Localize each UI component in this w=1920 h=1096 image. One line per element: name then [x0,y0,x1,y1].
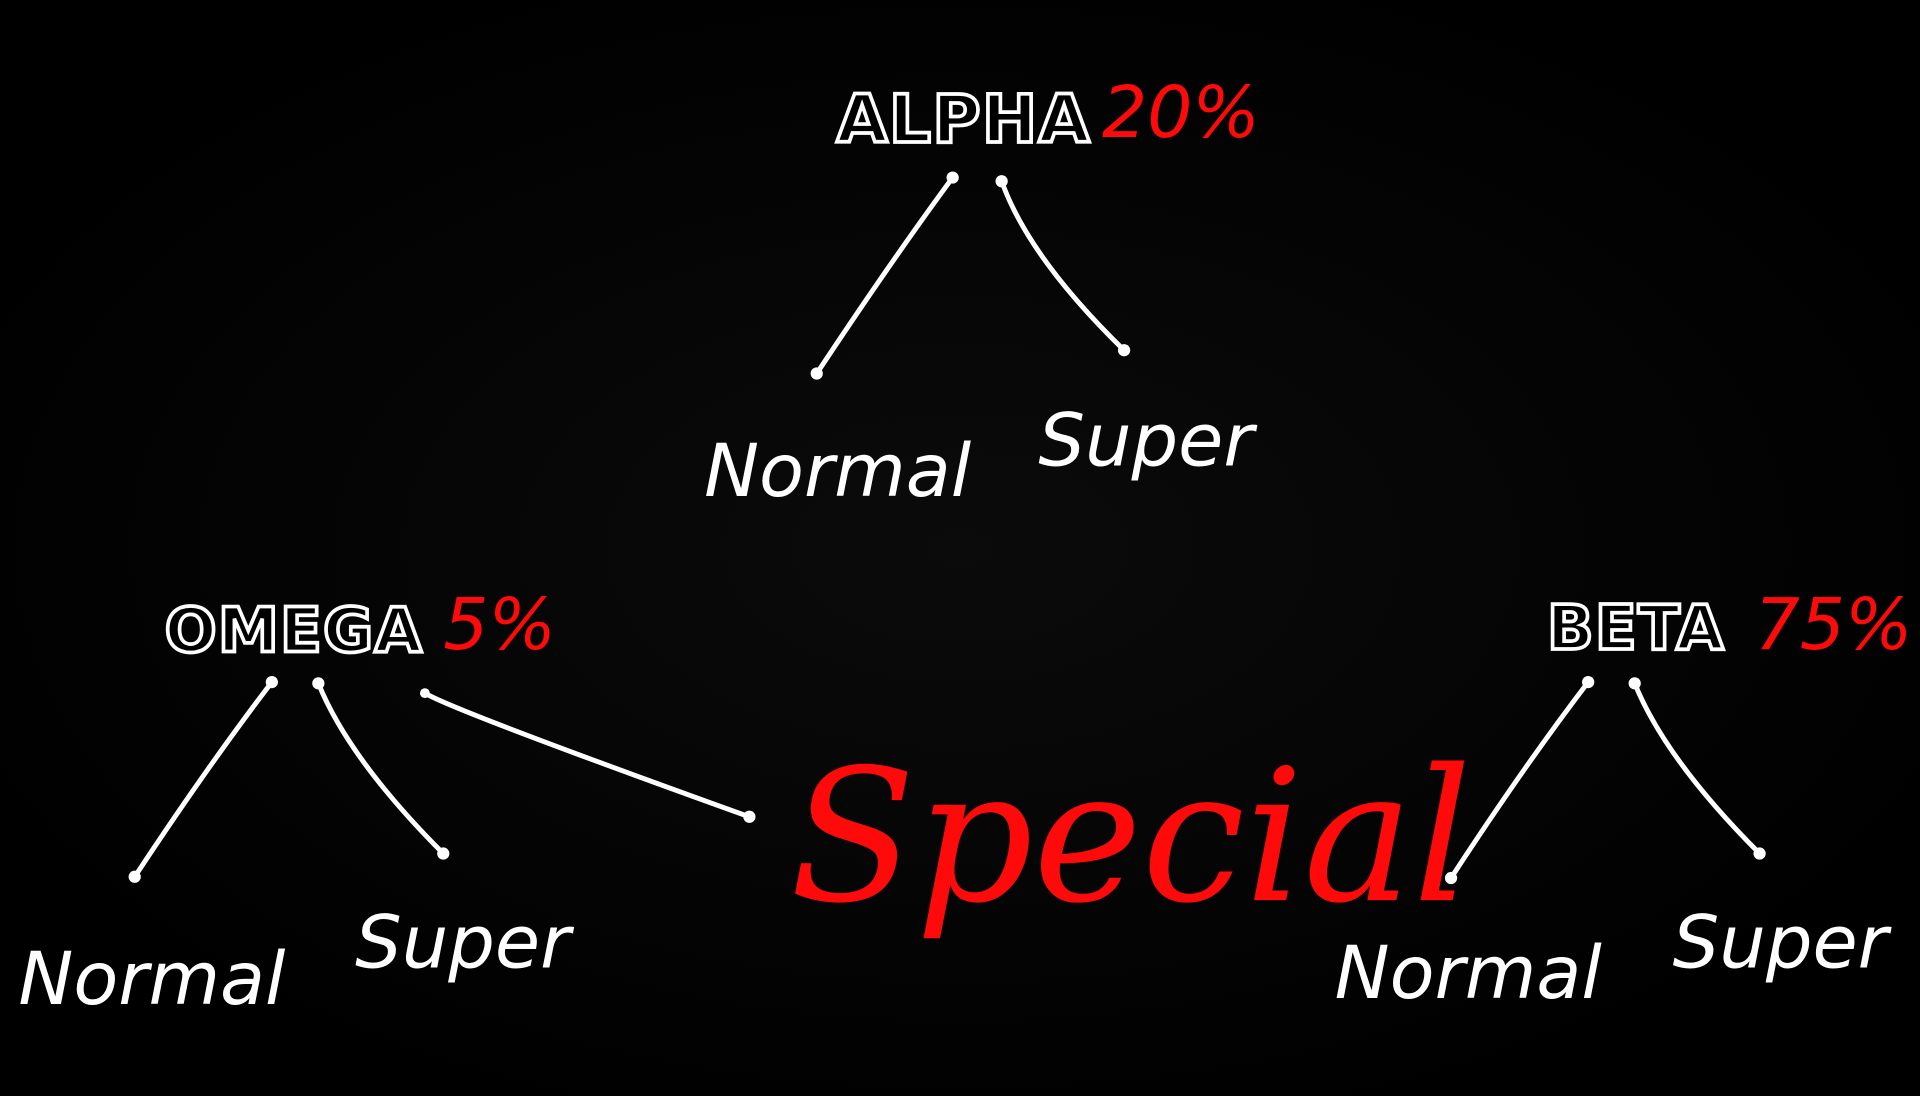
omega-normal-label: Normal [18,937,286,1022]
beta-super-connector [1632,680,1763,856]
omega-super-connector [315,680,446,856]
alpha-normal-connector [814,175,956,376]
beta-normal-connector [1448,679,1591,881]
alpha-normal-label: Normal [704,429,972,514]
omega-label: OMEGA [165,595,424,666]
beta-normal-label: Normal [1335,931,1603,1016]
omega-node: OMEGA 5% Normal Super Special [18,583,1471,1022]
beta-percent: 75% [1755,583,1913,666]
beta-label: BETA [1547,593,1725,664]
beta-super-label: Super [1673,900,1893,985]
omega-special-connector [422,690,752,820]
omega-normal-connector [132,679,275,880]
omega-special-label: Special [790,731,1472,944]
alpha-label: ALPHA [836,81,1090,158]
alpha-node: ALPHA 20% Normal Super [704,71,1260,514]
alpha-percent: 20% [1102,71,1260,154]
omega-percent: 5% [443,583,556,666]
alpha-super-connector [999,178,1127,353]
alpha-super-label: Super [1038,398,1258,483]
omega-super-label: Super [355,900,575,985]
beta-node: BETA 75% Normal Super [1335,583,1913,1016]
